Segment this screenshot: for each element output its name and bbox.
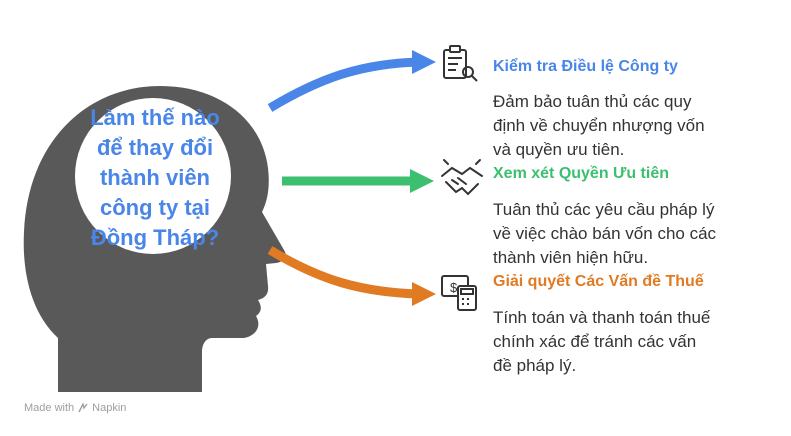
question-line: để thay đổi <box>96 135 214 160</box>
central-question: Làm thế nào để thay đổi thành viên công … <box>70 103 240 253</box>
money-calculator-icon: $ <box>441 275 477 311</box>
arrow-blue-head <box>412 50 436 74</box>
arrow-blue <box>267 57 419 112</box>
item-desc-charter: Đảm bảo tuân thủ các quy định về chuyển … <box>493 90 763 162</box>
item-title-priority: Xem xét Quyền Ưu tiên <box>493 165 669 182</box>
item-title-charter: Kiểm tra Điều lệ Công ty <box>493 58 678 75</box>
question-line: công ty tại <box>99 195 210 220</box>
thought-circle <box>75 98 231 254</box>
svg-text:$: $ <box>450 280 458 295</box>
arrow-orange <box>267 246 419 299</box>
question-line: Đồng Tháp? <box>90 225 220 250</box>
footer-brand: Napkin <box>92 402 127 414</box>
desc-line: thành viên hiện hữu. <box>493 248 649 267</box>
question-line: Làm thế nào <box>90 105 220 130</box>
desc-line: về việc chào bán vốn cho các <box>493 224 717 243</box>
desc-line: đề pháp lý. <box>493 356 577 375</box>
desc-line: Tuân thủ các yêu cầu pháp lý <box>493 200 715 219</box>
item-desc-priority: Tuân thủ các yêu cầu pháp lý về việc chà… <box>493 198 763 270</box>
item-desc-tax: Tính toán và thanh toán thuế chính xác đ… <box>493 306 763 378</box>
question-line: thành viên <box>99 165 210 190</box>
desc-line: chính xác để tránh các vấn <box>493 332 697 351</box>
arrow-orange-head <box>412 282 436 306</box>
arrow-green-head <box>410 169 434 193</box>
napkin-logo-icon <box>78 403 88 413</box>
desc-line: và quyền ưu tiên. <box>493 140 625 159</box>
desc-line: định về chuyển nhượng vốn <box>493 116 705 135</box>
clipboard-search-icon <box>443 45 478 82</box>
handshake-icon <box>441 159 483 196</box>
footer-watermark: Made with Napkin <box>24 402 126 414</box>
footer-prefix: Made with <box>24 402 75 414</box>
item-title-tax: Giải quyết Các Vấn đề Thuế <box>493 273 704 290</box>
desc-line: Tính toán và thanh toán thuế <box>493 308 711 327</box>
desc-line: Đảm bảo tuân thủ các quy <box>493 92 692 111</box>
